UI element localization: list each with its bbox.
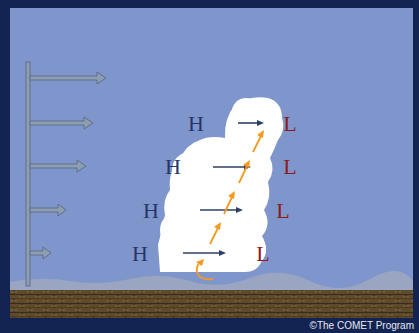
- wind-profile: [26, 62, 106, 286]
- updraft-arrows: [196, 130, 264, 279]
- cloud: [158, 97, 283, 272]
- cloud-winds: [183, 120, 264, 256]
- haze: [10, 271, 413, 292]
- low-pressure-label: L: [283, 156, 296, 178]
- sky: [10, 8, 413, 292]
- low-pressure-label: L: [283, 113, 296, 135]
- ground: [10, 290, 413, 318]
- low-pressure-label: L: [276, 200, 289, 222]
- high-pressure-label: H: [143, 200, 159, 222]
- copyright-note: ©The COMET Program: [310, 321, 414, 331]
- high-pressure-label: H: [165, 156, 181, 178]
- high-pressure-label: H: [188, 113, 204, 135]
- high-pressure-label: H: [132, 243, 148, 265]
- low-pressure-label: L: [256, 243, 269, 265]
